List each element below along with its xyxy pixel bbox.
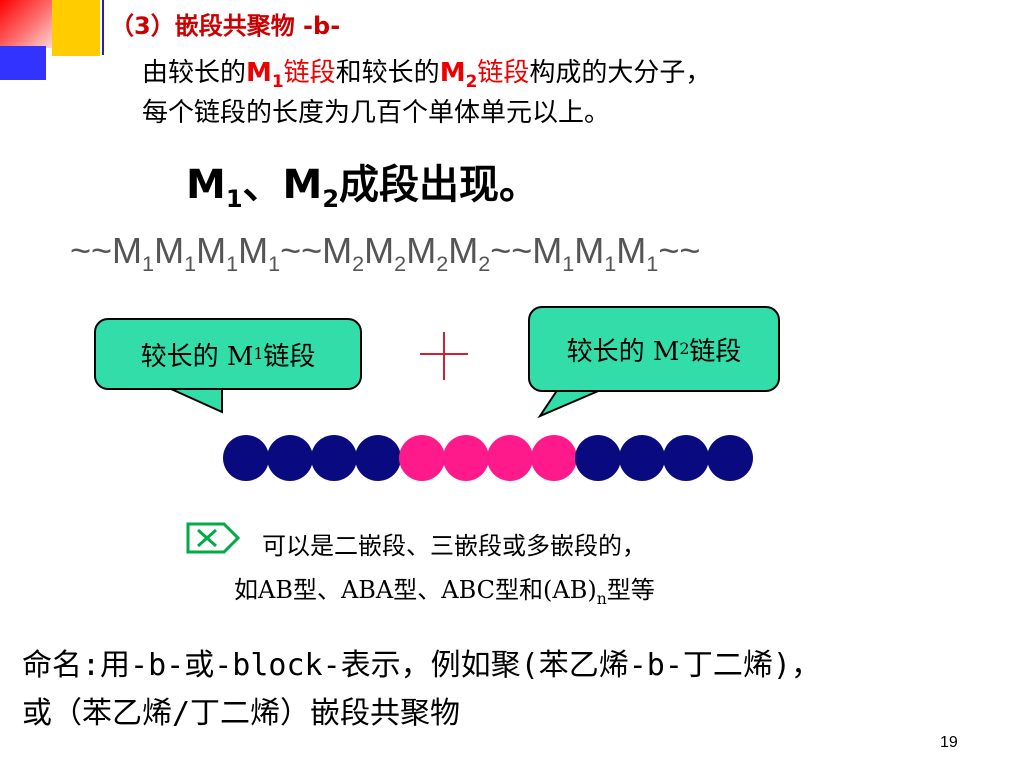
monomer-sequence: ~~M1M1M1M1~~M2M2M2M2~~M1M1M1~~ [70,230,700,277]
segment-heading: M1、M2成段出现。 [186,162,540,213]
monomer-bead [311,435,357,481]
corner-yellow-block [52,0,100,56]
slide-title: （3）嵌段共聚物 -b- [110,6,340,41]
corner-divider [102,0,104,55]
sequence-unit: M1 [574,230,617,277]
monomer-bead [223,435,269,481]
naming-line-2: 或（苯乙烯/丁二烯）嵌段共聚物 [22,696,461,731]
monomer-bead [531,435,577,481]
monomer-bead [443,435,489,481]
desc-text-c: 构成的大分子， [529,58,712,88]
monomer-bead [619,435,665,481]
desc-text-b: 和较长的 [335,58,440,88]
polymer-chain [223,435,753,481]
sequence-unit: M2 [448,230,491,277]
chain2-label: 链段 [477,58,530,88]
monomer-bead [355,435,401,481]
sequence-unit: ~~M1 [70,230,155,277]
m1-label: M1 [246,58,284,92]
monomer-bead [663,435,709,481]
title-suffix: -b- [294,12,341,40]
note-line-1: 可以是二嵌段、三嵌段或多嵌段的， [262,532,646,560]
title-prefix: （3）嵌段共聚物 [110,12,295,40]
monomer-bead [399,435,445,481]
description-line-1: 由较长的M1链段和较长的M2链段构成的大分子， [142,52,711,91]
sequence-unit: M1 [238,230,281,277]
monomer-bead [487,435,533,481]
plus-icon [420,332,468,380]
sequence-unit: M2 [406,230,449,277]
monomer-bead [707,435,753,481]
corner-blue-block [0,46,46,80]
naming-line-1: 命名:用-b-或-block-表示，例如聚(苯乙烯-b-丁二烯)， [22,648,821,683]
desc-text-a: 由较长的 [142,58,247,88]
m2-label: M2 [439,58,478,92]
sequence-unit: M1 [196,230,239,277]
sequence-unit: ~~M2 [280,230,365,277]
note-line-2: 如AB型、ABA型、ABC型和(AB)n型等 [234,576,655,608]
checkbox-x-icon [186,522,241,554]
sequence-unit: M1 [154,230,197,277]
sequence-unit: ~~ [658,230,701,271]
sequence-unit: M1 [616,230,659,277]
sequence-unit: ~~M1 [490,230,575,277]
sequence-unit: M2 [364,230,407,277]
page-number: 19 [940,734,958,751]
chain1-label: 链段 [283,58,336,88]
monomer-bead [575,435,621,481]
description-line-2: 每个链段的长度为几百个单体单元以上。 [142,98,611,128]
monomer-bead [267,435,313,481]
